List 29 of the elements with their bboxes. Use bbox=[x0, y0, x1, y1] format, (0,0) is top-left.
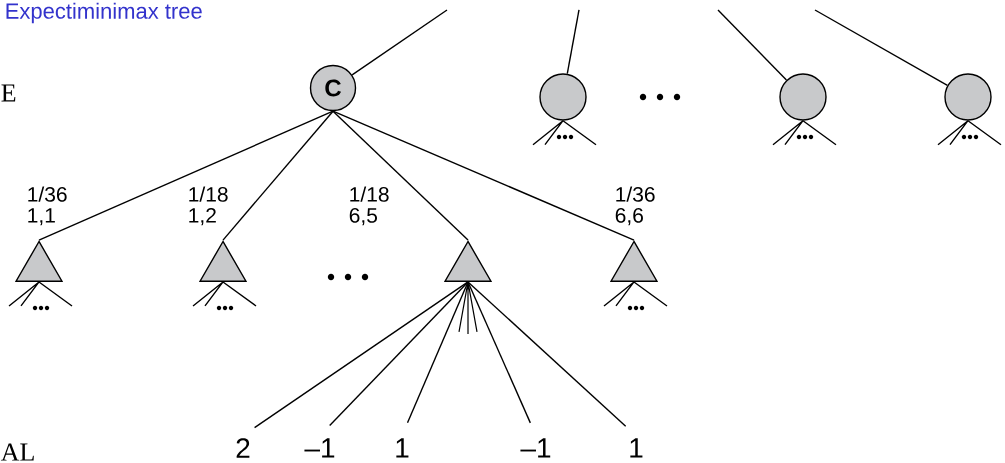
edge-line bbox=[717, 9, 788, 81]
edge-line bbox=[467, 281, 532, 424]
edge-line bbox=[332, 110, 635, 241]
chance-node bbox=[539, 73, 587, 121]
edge-label: 1/18 6,5 bbox=[349, 186, 389, 226]
terminal-value: –1 bbox=[304, 438, 335, 458]
terminal-value: 2 bbox=[236, 438, 250, 458]
edge-label: 1/36 1,1 bbox=[28, 186, 67, 226]
edge-line bbox=[406, 281, 469, 424]
edge-line bbox=[329, 281, 469, 427]
edge-line bbox=[467, 281, 627, 427]
edge-label: 1/36 6,6 bbox=[615, 186, 655, 226]
row-label: E bbox=[1, 84, 16, 102]
terminal-value: 1 bbox=[630, 438, 643, 458]
edge-label: 1/18 1,2 bbox=[189, 186, 228, 226]
edge-line bbox=[351, 9, 448, 76]
terminal-value: –1 bbox=[520, 438, 551, 458]
title: Expectiminimax tree bbox=[6, 2, 202, 24]
edge-line bbox=[253, 281, 469, 429]
row-label: AL bbox=[0, 443, 34, 461]
chance-node bbox=[779, 73, 827, 121]
chance-node: C bbox=[309, 64, 357, 112]
chance-node bbox=[944, 73, 992, 121]
edge-line bbox=[814, 9, 949, 86]
edge-line bbox=[38, 110, 334, 241]
edge-line bbox=[566, 9, 580, 75]
edge-line bbox=[332, 110, 469, 241]
edge-line bbox=[222, 110, 334, 241]
terminal-value: 1 bbox=[396, 438, 409, 458]
